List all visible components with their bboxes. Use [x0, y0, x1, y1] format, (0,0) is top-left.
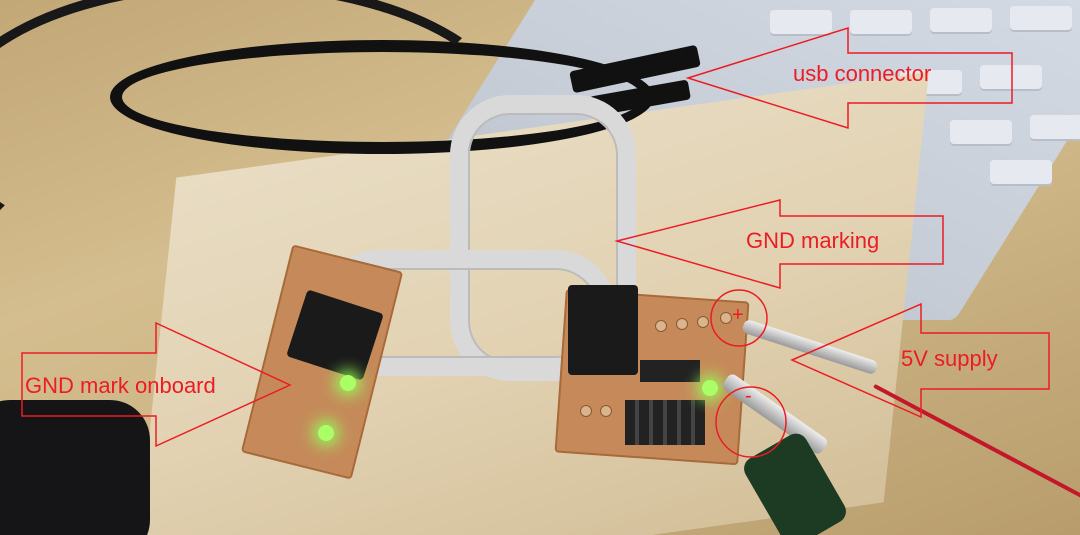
pin-header: [625, 400, 705, 445]
minus-circle-icon: [715, 386, 787, 458]
right-ribbon-connector: [568, 285, 638, 375]
keyboard-key: [850, 10, 912, 36]
gnd-marking-arrow-icon: [614, 199, 944, 289]
gnd-onboard-arrow-icon: [21, 321, 292, 448]
keyboard-key: [770, 10, 832, 36]
usb-arrow-icon: [685, 26, 1013, 130]
solder-pad: [600, 405, 612, 417]
solder-pad: [720, 312, 732, 324]
solder-pad: [697, 316, 709, 328]
solder-pad: [676, 318, 688, 330]
keyboard-key: [980, 65, 1042, 91]
keyboard-key: [1030, 115, 1080, 141]
usb-connector-label: usb connector: [793, 61, 932, 86]
left-pcb-led-2: [318, 425, 334, 441]
minus-marker-label: -: [745, 385, 752, 407]
gnd-onboard-label: GND mark onboard: [25, 373, 216, 398]
supply-arrow-icon: [790, 302, 1050, 419]
solder-pad: [580, 405, 592, 417]
keyboard-key: [950, 120, 1012, 146]
gnd-marking-label: GND marking: [746, 228, 880, 253]
right-pcb-led: [702, 380, 718, 396]
keyboard-key: [930, 8, 992, 34]
plus-circle-icon: [710, 289, 768, 347]
keyboard-key: [1010, 6, 1072, 32]
supply-label: 5V supply: [901, 346, 998, 371]
left-pcb-led: [340, 375, 356, 391]
keyboard-key: [990, 160, 1052, 186]
plus-marker-label: +: [732, 304, 744, 326]
solder-pad: [655, 320, 667, 332]
ic-chip: [640, 360, 700, 382]
mouse: [0, 400, 150, 535]
